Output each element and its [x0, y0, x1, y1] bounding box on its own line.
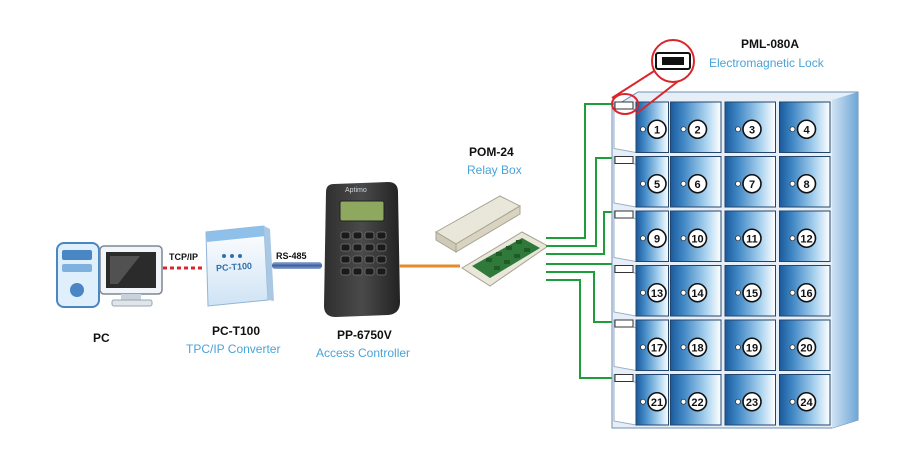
- locker-door: 10: [670, 210, 722, 262]
- open-door-panel: [613, 155, 637, 208]
- lock-unit-icon: [614, 374, 634, 382]
- locker-number: 19: [746, 342, 758, 354]
- rs485-link: [272, 262, 322, 269]
- locker-door: 14: [670, 265, 722, 317]
- locker-door: 19: [724, 319, 776, 371]
- locker-number: 17: [651, 342, 663, 354]
- relay-to-lock-wires: [546, 103, 614, 379]
- lock-unit-icon: [614, 101, 634, 110]
- locker-door: 21: [635, 374, 669, 426]
- locker-number: 6: [694, 179, 700, 191]
- relay-desc-label: Relay Box: [467, 163, 522, 177]
- locker-door: 11: [724, 210, 776, 262]
- locker-number: 11: [746, 233, 758, 245]
- lock-desc-label: Electromagnetic Lock: [709, 56, 824, 70]
- locker-door: 23: [724, 374, 776, 426]
- locker-number: 9: [654, 233, 660, 245]
- locker-door: 9: [635, 210, 669, 262]
- locker-door: 16: [779, 265, 831, 317]
- locker-door: 5: [635, 156, 669, 208]
- lock-unit-icon: [614, 319, 634, 328]
- locker-door: 4: [779, 101, 831, 153]
- locker-number: 13: [651, 288, 663, 300]
- locker-door: 24: [779, 374, 831, 426]
- open-door-panel: [613, 319, 637, 372]
- controller-brand-text: Aptimo: [345, 187, 367, 194]
- controller-desc-label: Access Controller: [316, 346, 411, 360]
- locker-number: 14: [691, 288, 704, 300]
- locker-number: 3: [749, 124, 755, 136]
- locker-door: 18: [670, 319, 722, 371]
- locker-number: 12: [800, 233, 812, 245]
- lock-unit-icon: [614, 156, 634, 164]
- locker-number: 7: [749, 179, 755, 191]
- converter-device-icon: [205, 225, 274, 307]
- access-controller-icon: [324, 182, 400, 317]
- locker-door: 13: [635, 265, 669, 317]
- open-door-panel: [613, 264, 637, 317]
- converter-desc-label: TPC/IP Converter: [186, 342, 281, 356]
- locker-number: 1: [654, 124, 660, 136]
- relay-model-label: POM-24: [469, 145, 514, 159]
- pc-icon: [56, 242, 163, 308]
- lock-unit-icon: [614, 265, 634, 273]
- locker-number: 16: [800, 288, 812, 300]
- lock-unit-icon: [614, 210, 634, 219]
- locker-number: 2: [694, 124, 700, 136]
- locker-door: 15: [724, 265, 776, 317]
- locker-door: 20: [779, 319, 831, 371]
- locker-door: 3: [724, 101, 776, 153]
- locker-number: 20: [800, 342, 812, 354]
- locker-door: 6: [670, 156, 722, 208]
- rs485-label: RS-485: [276, 251, 307, 261]
- locker-door: 8: [779, 156, 831, 208]
- electromagnetic-lock-icon: [662, 57, 684, 65]
- locker-door: 2: [670, 101, 722, 153]
- controller-model-label: PP-6750V: [337, 328, 392, 342]
- open-door-panel: [613, 373, 637, 426]
- locker-door: 12: [779, 210, 831, 262]
- open-door-panel: [613, 101, 637, 154]
- open-door-panel: [613, 210, 637, 263]
- locker-number: 4: [803, 124, 810, 136]
- locker-number: 8: [803, 179, 809, 191]
- converter-model-label: PC-T100: [212, 324, 261, 338]
- pc-label: PC: [93, 331, 110, 345]
- lock-model-label: PML-080A: [741, 37, 800, 51]
- locker-number: 22: [691, 397, 703, 409]
- relay-box-icon: [435, 195, 549, 287]
- locker-number: 18: [691, 342, 703, 354]
- locker-number: 23: [746, 397, 758, 409]
- locker-door: 22: [670, 374, 722, 426]
- locker-door: 17: [635, 319, 669, 371]
- locker-number: 10: [691, 233, 703, 245]
- locker-number: 5: [654, 179, 660, 191]
- locker-door: 7: [724, 156, 776, 208]
- tcpip-label: TCP/IP: [169, 252, 199, 262]
- locker-number: 15: [746, 288, 758, 300]
- locker-number: 24: [800, 397, 813, 409]
- locker-number: 21: [651, 397, 663, 409]
